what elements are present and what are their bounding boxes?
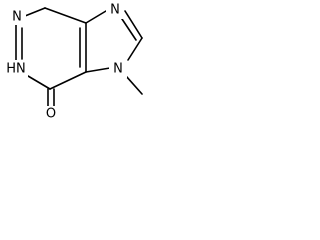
bond-n3-c2-double [119, 15, 137, 41]
bond-n5-c4 [24, 7, 46, 17]
atom-n-imidazole-methyl: N [113, 62, 123, 77]
bond-n1-methyl [125, 75, 143, 95]
atom-n-pyridazine-top: N [12, 10, 22, 25]
bond-c3a-n3 [85, 10, 107, 24]
bond-c7-c7a [49, 71, 87, 90]
bond-n1-c7a [85, 67, 111, 73]
bond-n6-c7 [27, 75, 51, 90]
bond-c2-n1 [127, 37, 143, 61]
atom-o-carbonyl: O [46, 107, 56, 122]
bonds [15, 7, 143, 109]
molecule-diagram: N HN N N O [4, 3, 143, 122]
atom-nh-pyridazine: HN [6, 62, 26, 77]
bond-c3a-c4 [44, 7, 87, 24]
atom-n-imidazole-top: N [110, 3, 120, 18]
bond-n3-c2 [124, 10, 143, 39]
atom-labels: N HN N N O [4, 3, 127, 122]
